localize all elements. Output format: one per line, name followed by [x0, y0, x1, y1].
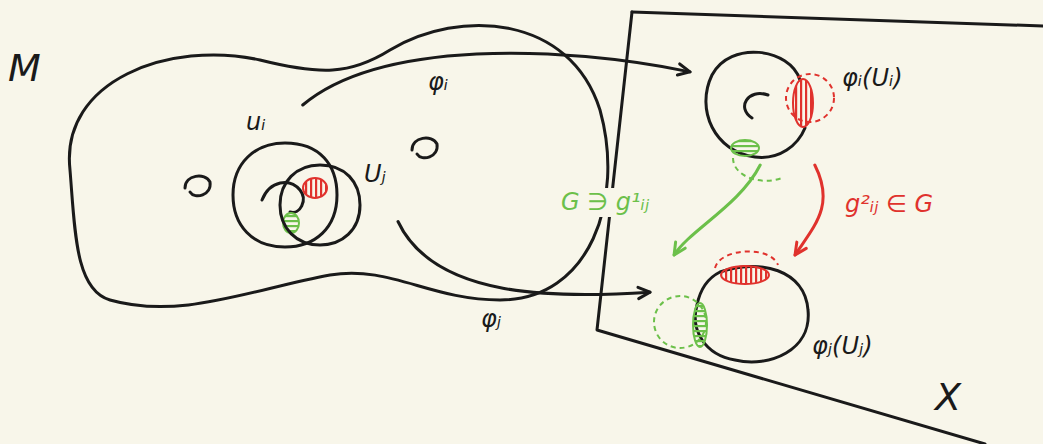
image-outline: [695, 266, 808, 361]
arrow-head: [677, 64, 690, 75]
domain-outline: [233, 143, 337, 247]
arrow-curve: [674, 165, 760, 255]
space-edge: [632, 12, 1043, 26]
node-label: M: [8, 46, 41, 92]
arrow-curve: [398, 222, 650, 295]
chart-map-arrow: [303, 53, 690, 105]
arrow-head: [638, 287, 650, 298]
node-label: uᵢ: [246, 108, 266, 137]
manifold-region: MuᵢUⱼ: [0, 8, 618, 338]
model-space: Xφᵢ(Uᵢ) φⱼ(Uⱼ): [590, 4, 1043, 444]
chart-map-arrow: [795, 165, 823, 255]
dashed-region: [733, 158, 782, 181]
hatched-patch: [303, 178, 327, 198]
chart-image: φⱼ(Uⱼ): [650, 255, 930, 375]
genus-hole: [185, 176, 210, 196]
dashed-region: [654, 296, 706, 348]
outline-svg: [590, 4, 1043, 444]
arrow-head: [795, 242, 806, 255]
arrow-head: [674, 242, 685, 255]
dashed-region: [715, 251, 778, 268]
outline-svg: [0, 8, 618, 338]
node-label: φᵢ(Uᵢ): [842, 64, 903, 93]
outline-svg: [690, 30, 950, 165]
edge-label: φᵢ: [425, 68, 451, 97]
arrow-curve: [303, 53, 690, 105]
image-notch: [745, 94, 768, 118]
edge-label: g²ᵢⱼ ∈ G: [842, 190, 936, 219]
image-outline: [706, 52, 805, 157]
edge-label: φⱼ: [478, 305, 504, 334]
outline-svg: [650, 255, 930, 375]
node-label: Uⱼ: [364, 160, 386, 189]
edge-label: G ∋ g¹ᵢⱼ: [558, 188, 652, 217]
chart-image: φᵢ(Uᵢ): [690, 30, 950, 165]
chart-domain: Uⱼ: [278, 155, 398, 250]
hatched-patch: [793, 79, 813, 127]
chart-map-arrow: [398, 222, 650, 299]
hatched-patch: [731, 140, 759, 156]
hatched-patch: [283, 213, 299, 233]
manifold-outline: [69, 25, 607, 306]
space-edge: [597, 12, 985, 444]
domain-outline: [280, 165, 360, 245]
arrow-curve: [795, 165, 823, 255]
genus-hole: [412, 138, 437, 158]
chart-map-arrow: [674, 165, 760, 255]
node-label: X: [935, 375, 961, 421]
node-label: φⱼ(Uⱼ): [812, 332, 873, 361]
dashed-region: [786, 74, 834, 122]
hatched-patch: [721, 266, 769, 284]
